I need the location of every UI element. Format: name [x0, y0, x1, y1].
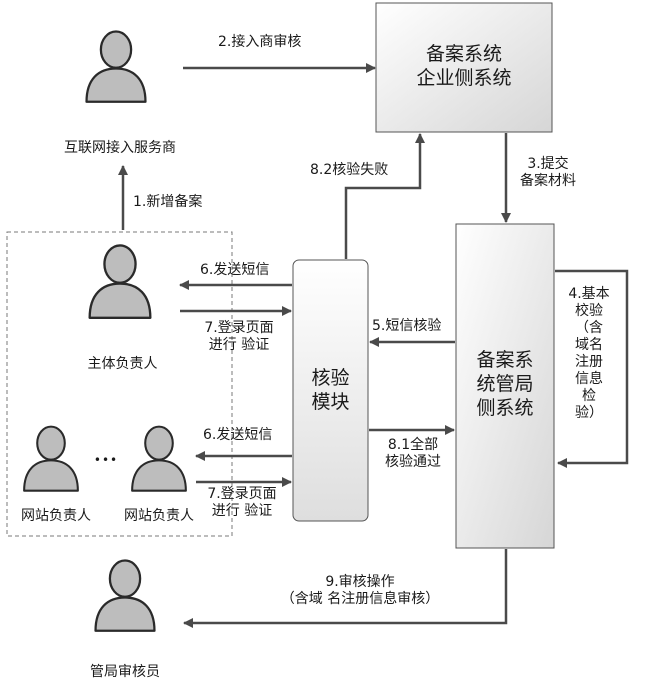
step7-bottom-line2: 进行 验证 [211, 503, 273, 519]
step7-top-label: 7.登录页面 进行 验证 [196, 320, 282, 354]
step9-line1: 9.审核操作 [325, 574, 395, 590]
verify-module-box [292, 259, 369, 522]
auditor-label: 管局审核员 [90, 664, 160, 680]
verify-title-line2: 模块 [311, 391, 350, 413]
isp-label: 互联网接入服务商 [64, 140, 176, 156]
step2-label: 2.接入商审核 [218, 34, 302, 50]
step7-top-line1: 7.登录页面 [204, 320, 274, 336]
bureau-title-line1: 备案系 [476, 349, 534, 371]
isp-person-icon [85, 30, 147, 103]
site-owner-1-person-icon [23, 425, 79, 492]
site-owner-2-label: 网站负责人 [124, 508, 194, 524]
verify-module-title: 核验 模块 [293, 366, 368, 414]
step81-line1: 8.1全部 [387, 437, 439, 453]
step4-line: 验） [575, 405, 603, 421]
step82-label: 8.2核验失败 [310, 162, 389, 178]
bureau-system-box [455, 223, 555, 549]
principal-person-icon [88, 244, 152, 319]
step4-line: （含 [575, 320, 603, 336]
step9-label: 9.审核操作 （含域 名注册信息审核） [265, 574, 455, 608]
step4-line: 域名 [575, 337, 603, 353]
step7-top-line2: 进行 验证 [208, 337, 270, 353]
step4-line: 校验 [575, 303, 603, 319]
enterprise-system-box [375, 2, 553, 133]
enterprise-title-line2: 企业侧系统 [416, 67, 512, 89]
step6-top-label: 6.发送短信 [200, 262, 270, 278]
site-owner-1-label: 网站负责人 [21, 508, 91, 524]
verify-title-line1: 核验 [311, 367, 350, 389]
arrow-step9 [183, 549, 508, 628]
step7-bottom-line1: 7.登录页面 [207, 486, 277, 502]
step4-line: 检 [582, 388, 596, 404]
step3-label: 3.提交 备案材料 [508, 156, 588, 190]
step4-line: 4.基本 [568, 286, 610, 302]
step9-line2: （含域 名注册信息审核） [280, 591, 440, 607]
step3-line1: 3.提交 [527, 156, 569, 172]
site-owner-2-person-icon [131, 425, 187, 492]
owners-group-border [6, 231, 233, 537]
auditor-person-icon [94, 559, 156, 632]
step3-line2: 备案材料 [520, 173, 576, 189]
step5-label: 5.短信核验 [372, 318, 442, 334]
step6-bottom-label: 6.发送短信 [203, 427, 273, 443]
step4-label: 4.基本 校验 （含 域名 注册 信息 检 验） [561, 286, 617, 422]
bureau-title-line2: 统管局 [476, 373, 534, 395]
step4-line: 注册 [575, 354, 603, 370]
bureau-system-title: 备案系 统管局 侧系统 [456, 348, 554, 420]
step81-line2: 核验通过 [385, 454, 441, 470]
enterprise-system-title: 备案系统 企业侧系统 [376, 42, 552, 90]
arrow-step4 [555, 269, 629, 468]
principal-label: 主体负责人 [87, 356, 158, 372]
site-owner-ellipsis: ••• [93, 453, 119, 467]
step4-line: 信息 [575, 371, 603, 387]
bureau-title-line3: 侧系统 [476, 397, 534, 419]
enterprise-title-line1: 备案系统 [425, 43, 502, 65]
step7-bottom-label: 7.登录页面 进行 验证 [197, 486, 287, 520]
arrow-step82 [344, 133, 425, 259]
step81-label: 8.1全部 核验通过 [373, 437, 453, 471]
step1-label: 1.新增备案 [133, 194, 203, 210]
